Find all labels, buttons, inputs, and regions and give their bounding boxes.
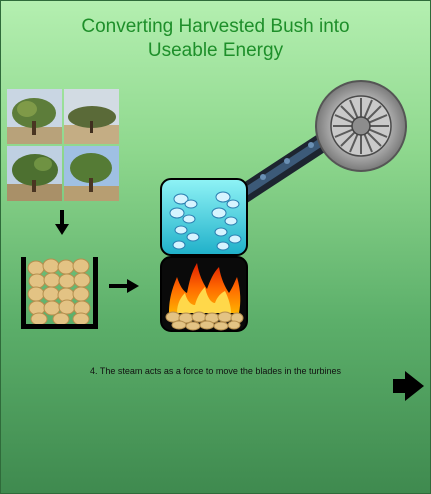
down-arrow-icon [55,210,69,235]
tree-photo-3 [7,146,62,201]
tree-photo-4 [64,146,119,201]
tree-photo-2 [64,89,119,144]
turbine-icon [315,80,407,172]
fire-boiler [160,256,248,332]
right-arrow-icon [109,279,139,293]
woodchip-container [21,257,98,329]
next-slide-arrow-icon[interactable] [393,371,424,401]
steam-tank [160,178,248,256]
tree-photos [7,89,119,201]
step-caption: 4. The steam acts as a force to move the… [90,366,341,376]
tree-photo-1 [7,89,62,144]
slide-title: Converting Harvested Bush into Useable E… [81,16,350,61]
